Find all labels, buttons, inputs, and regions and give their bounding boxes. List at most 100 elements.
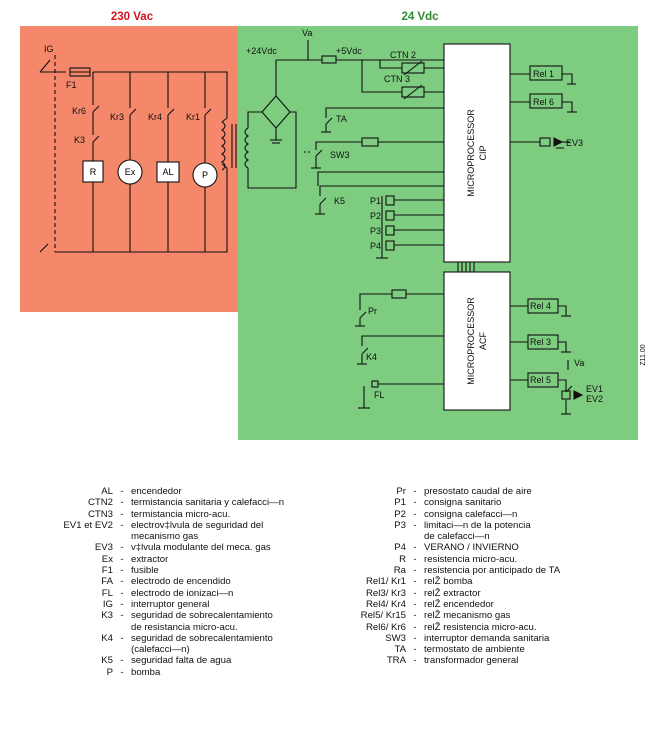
acf-label-line1: MICROPROCESSOR [466, 297, 476, 385]
legend-description: electrodo de ionizaci—n [131, 587, 234, 599]
legend-description: resistencia micro-acu. [424, 553, 518, 565]
legend-code: SW3 [385, 632, 406, 644]
legend-code [0, 644, 113, 655]
legend-code: FL [101, 587, 113, 599]
label-p2: P2 [370, 211, 381, 221]
legend-code: EV3 [94, 542, 113, 554]
legend-row: de resistancia micro-acu. [0, 622, 330, 633]
legend-dash: - [120, 553, 124, 565]
legend-code: AL [101, 486, 113, 497]
legend-row: K4-seguridad de sobrecalentamiento [0, 633, 330, 644]
legend-row: P4-VERANO / INVIERNO [320, 542, 653, 553]
label-rel6: Rel 6 [533, 97, 554, 107]
legend-description: seguridad falta de agua [131, 655, 232, 667]
legend-description: termostato de ambiente [424, 644, 525, 656]
label-f1: F1 [66, 80, 77, 90]
legend-row: K5-seguridad falta de agua [0, 655, 330, 666]
legend-dash: - [120, 565, 124, 577]
legend-code: P [106, 666, 113, 678]
label-ev1: EV1 [586, 384, 603, 394]
label-ctn3: CTN 3 [384, 74, 410, 84]
legend-row: EV3-v‡lvula modulante del meca. gas [0, 542, 330, 553]
legend-code: K4 [101, 632, 113, 644]
legend-dash [113, 644, 131, 655]
legend-row: Rel1/ Kr1-relŽ bomba [320, 576, 653, 587]
legend-code: Rel1/ Kr1 [366, 576, 406, 588]
legend-dash: - [120, 497, 124, 509]
label-va-right: Va [574, 358, 584, 368]
legend-row: EV1 et EV2-electrov‡lvula de seguridad d… [0, 520, 330, 531]
legend-row: P-bomba [0, 667, 330, 678]
label-ctn2: CTN 2 [390, 50, 416, 60]
legend-description: fusible [131, 565, 159, 577]
legend-row: SW3-interruptor demanda sanitaria [320, 633, 653, 644]
legend-description: seguridad de sobrecalentamiento [131, 610, 273, 622]
legend-dash: - [120, 486, 124, 497]
legend-description: (calefacci—n) [131, 644, 190, 656]
label-ev3: EV3 [566, 138, 583, 148]
cip-label-line1: MICROPROCESSOR [466, 109, 476, 197]
legend-dash: - [413, 655, 417, 667]
legend-dash: - [413, 621, 417, 633]
label-kr1: Kr1 [186, 112, 200, 122]
legend-dash: - [413, 553, 417, 565]
load-al [156, 161, 180, 183]
legend-row: Rel4/ Kr4-relŽ encendedor [320, 599, 653, 610]
legend-dash [113, 531, 131, 542]
legend-row: (calefacci—n) [0, 644, 330, 655]
legend-code: P2 [394, 508, 406, 520]
legend-description: interruptor demanda sanitaria [424, 632, 550, 644]
legend-code: IG [102, 598, 113, 610]
label-kr4: Kr4 [148, 112, 162, 122]
label-ev2: EV2 [586, 394, 603, 404]
legend-description: relŽ resistencia micro-acu. [424, 621, 537, 633]
load-ex-label: Ex [125, 167, 136, 177]
legend-code: CTN2 [87, 497, 113, 509]
legend-dash: - [413, 497, 417, 509]
legend-description: consigna calefacci—n [424, 508, 518, 520]
load-al-label: AL [162, 167, 173, 177]
legend-description: de calefacci—n [424, 531, 490, 543]
legend-description: limitaci—n de la potencia [424, 519, 531, 531]
label-rel5: Rel 5 [530, 375, 551, 385]
legend-row: CTN3-termistancia micro-acu. [0, 509, 330, 520]
legend-code: FA [101, 576, 113, 588]
legend-code: EV1 et EV2 [63, 519, 113, 531]
legend-code: Rel6/ Kr6 [366, 621, 406, 633]
legend-description: relŽ extractor [424, 587, 481, 599]
legend-row: de calefacci—n [320, 531, 653, 542]
legend-row: CTN2-termistancia sanitaria y calefacci—… [0, 497, 330, 508]
label-p4: P4 [370, 241, 381, 251]
dc-zone [238, 26, 638, 440]
legend-dash: - [413, 542, 417, 554]
legend-dash: - [120, 655, 124, 667]
legend-code: P3 [394, 519, 406, 531]
legend-row: F1-fusible [0, 565, 330, 576]
load-p-label: P [202, 170, 208, 180]
legend-row: IG-interruptor general [0, 599, 330, 610]
legend-code: CTN3 [87, 508, 113, 520]
ev3-valve [539, 137, 551, 147]
legend-row: Pr-presostato caudal de aire [320, 486, 653, 497]
legend-description: extractor [131, 553, 169, 565]
potentiometers [376, 195, 444, 259]
legend-code [0, 622, 113, 633]
legend-description: interruptor general [131, 598, 210, 610]
legend-description: VERANO / INVIERNO [424, 542, 519, 554]
legend-row: K3-seguridad de sobrecalentamiento [0, 610, 330, 621]
legend-row: FL-electrodo de ionizaci—n [0, 588, 330, 599]
legend-description: termistancia sanitaria y calefacci—n [131, 497, 285, 509]
legend-dash: - [120, 632, 124, 644]
load-r-label: R [90, 167, 97, 177]
legend-dash: - [120, 508, 124, 520]
legend-code: F1 [101, 565, 113, 577]
data-bus [457, 262, 475, 272]
label-k3: K3 [74, 135, 85, 145]
legend-dash: - [413, 565, 417, 577]
legend-description: v‡lvula modulante del meca. gas [131, 542, 271, 554]
legend-description: de resistancia micro-acu. [131, 621, 238, 633]
legend-code [0, 531, 113, 542]
legend-description: transformador general [424, 655, 519, 667]
